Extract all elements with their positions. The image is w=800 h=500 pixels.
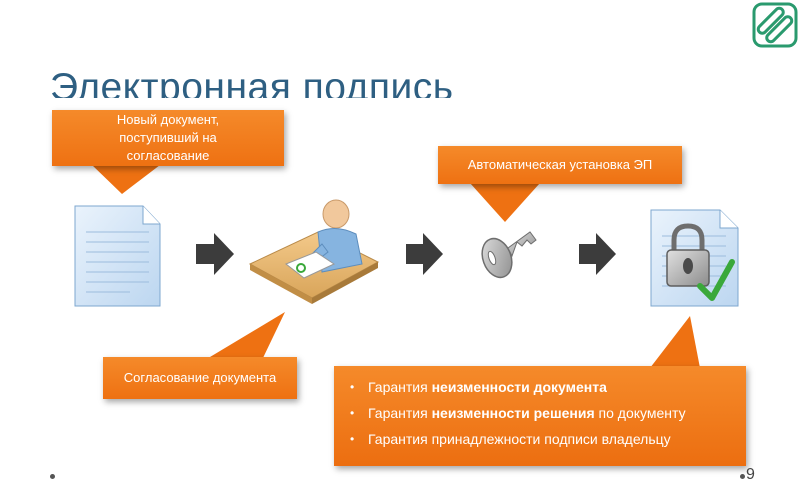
- page-number: 9: [746, 466, 755, 483]
- page-title: Электронная подпись: [50, 66, 454, 98]
- footer-dot: [50, 474, 55, 479]
- list-item: Гарантия неизменности документа: [350, 374, 746, 400]
- person-at-desk-icon: [248, 199, 380, 304]
- callout-pointer: [470, 183, 540, 222]
- guarantees-list: Гарантия неизменности документа Гарантия…: [334, 374, 746, 452]
- callout-approval-text: Согласование документа: [123, 370, 277, 385]
- callout-pointer: [92, 165, 160, 194]
- footer-dot: [740, 474, 745, 479]
- guarantees-box: Гарантия неизменности документа Гарантия…: [334, 366, 746, 466]
- logo-icon: [752, 2, 798, 48]
- callout-new-document-text: Новый документ, поступивший на согласова…: [116, 112, 220, 163]
- callout-pointer: [205, 312, 285, 360]
- callout-auto-signature-text: Автоматическая установка ЭП: [467, 157, 653, 172]
- key-icon: [481, 231, 537, 279]
- checkmark-icon: [697, 259, 735, 301]
- locked-document-icon: [650, 209, 739, 307]
- callout-pointer: [650, 316, 700, 368]
- callout-new-document: Новый документ, поступивший на согласова…: [52, 110, 284, 166]
- document-icon: [74, 205, 161, 307]
- list-item: Гарантия неизменности решения по докумен…: [350, 400, 746, 426]
- list-item: Гарантия принадлежности подписи владельц…: [350, 426, 746, 452]
- arrow-right-icon: [406, 233, 443, 275]
- callout-approval: Согласование документа: [103, 357, 297, 399]
- arrow-right-icon: [579, 233, 616, 275]
- arrow-right-icon: [196, 233, 234, 275]
- callout-auto-signature: Автоматическая установка ЭП: [438, 146, 682, 184]
